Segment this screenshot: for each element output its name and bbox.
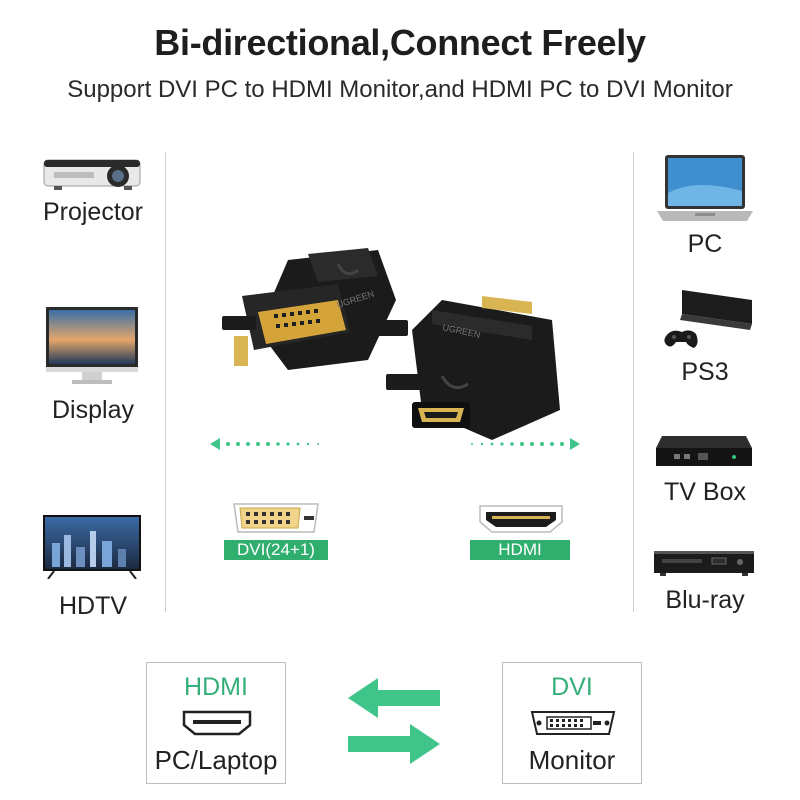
bluray-player-icon bbox=[652, 545, 756, 581]
hdmi-box-title: HDMI bbox=[184, 673, 248, 701]
tv-box-icon bbox=[654, 430, 754, 474]
bidirectional-arrows-icon bbox=[344, 674, 444, 768]
device-label-ps3: PS3 bbox=[681, 358, 729, 386]
dvi-connector-icon bbox=[529, 709, 617, 737]
device-label-projector: Projector bbox=[42, 198, 144, 226]
page-subtitle: Support DVI PC to HDMI Monitor,and HDMI … bbox=[67, 76, 733, 103]
right-direction-arrow bbox=[452, 436, 582, 452]
dvi-box-title: DVI bbox=[551, 673, 593, 701]
tv-icon bbox=[42, 513, 142, 580]
device-label-hdtv: HDTV bbox=[58, 592, 128, 620]
device-label-pc: PC bbox=[687, 230, 723, 258]
game-console-icon bbox=[662, 284, 754, 356]
hdmi-port-tag: HDMI bbox=[470, 540, 570, 560]
dvi-port-icon bbox=[230, 500, 322, 536]
dvi-display-box: DVI Monitor bbox=[502, 662, 642, 784]
monitor-icon bbox=[44, 305, 140, 387]
dvi-to-hdmi-adapter-image: UGREEN bbox=[218, 240, 418, 400]
hdmi-connector-icon bbox=[181, 709, 253, 737]
projector-icon bbox=[40, 150, 144, 194]
right-divider bbox=[633, 152, 634, 612]
dvi-box-subtitle: Monitor bbox=[528, 745, 616, 775]
hdmi-source-box: HDMI PC/Laptop bbox=[146, 662, 286, 784]
hdmi-box-subtitle: PC/Laptop bbox=[154, 745, 278, 775]
hdmi-port-icon bbox=[476, 502, 566, 536]
device-label-tvbox: TV Box bbox=[664, 478, 746, 506]
hdmi-to-dvi-adapter-image: UGREEN bbox=[382, 290, 582, 460]
device-label-display: Display bbox=[52, 396, 134, 424]
left-direction-arrow bbox=[208, 436, 338, 452]
laptop-icon bbox=[655, 153, 755, 225]
left-divider bbox=[165, 152, 166, 612]
page-title: Bi-directional,Connect Freely bbox=[154, 22, 646, 63]
dvi-port-tag: DVI(24+1) bbox=[224, 540, 328, 560]
device-label-bluray: Blu-ray bbox=[665, 586, 745, 614]
